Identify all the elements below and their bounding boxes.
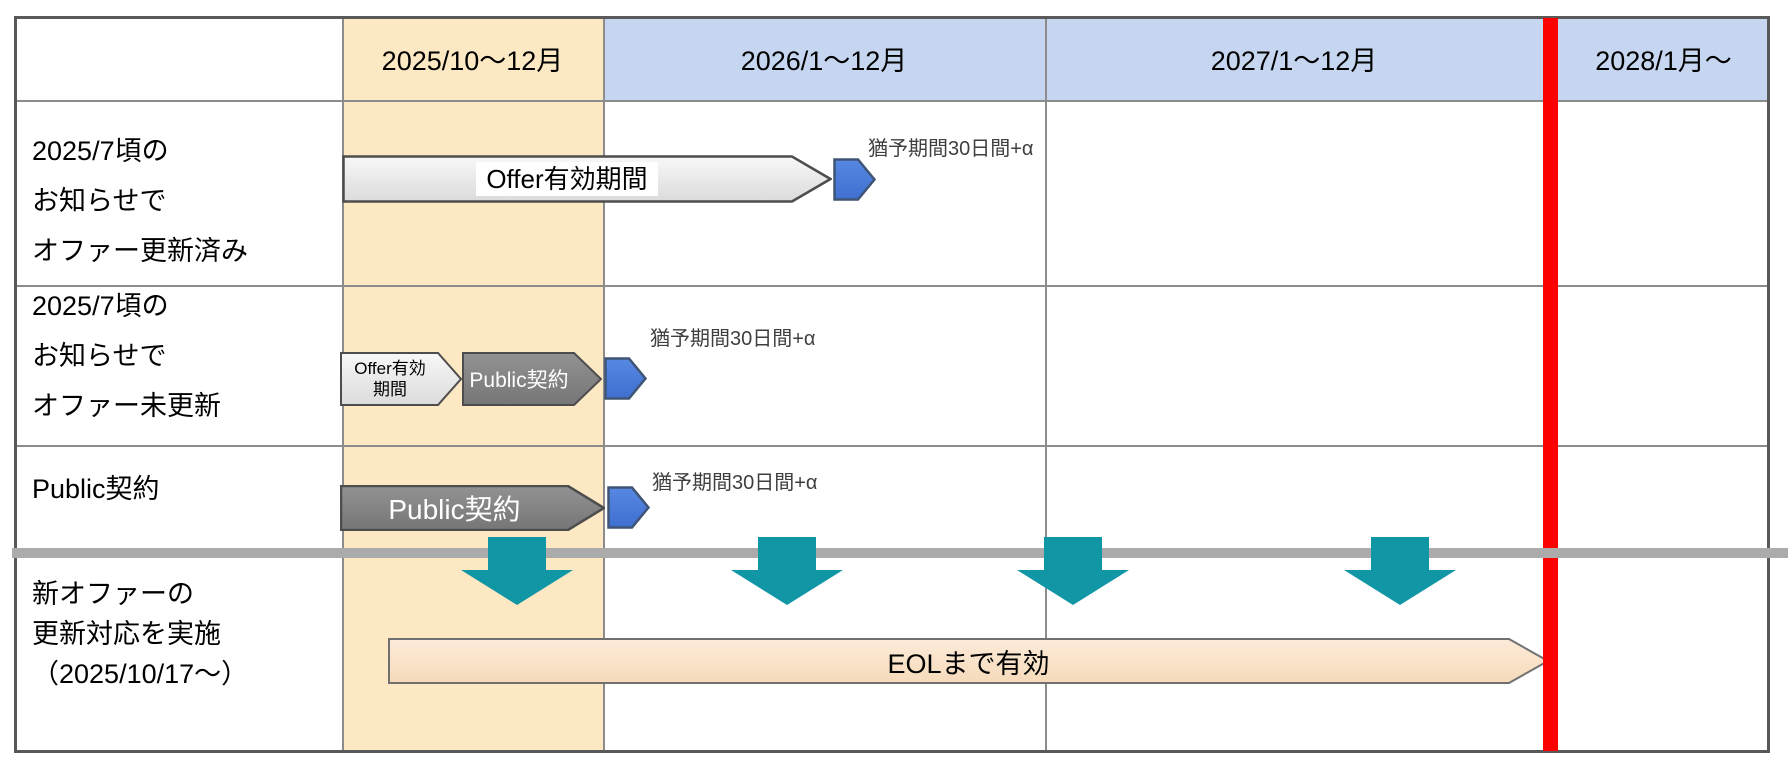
header-cell-2028-bg [1550,17,1769,100]
header-cell-2026-bg [603,17,1045,100]
header-label: 2025/10～12月 [381,46,564,76]
row3-label-line: Public契約 [32,473,160,504]
grace-period-note-row2: 猶予期間30日間+α [650,328,816,350]
blue-pentagon-icon [833,158,877,201]
row3-label: Public契約 [14,447,342,547]
arrow-label-wrap: Public契約 [340,485,569,531]
row2-label-line: オファー未更新 [32,391,221,421]
eol-bar-label: EOLまで有効 [887,648,1050,679]
row4-label-line: 更新対応を実施 [32,619,221,649]
arrow-label: Offer有効期間 [476,162,658,196]
arrow-label-wrap: Offer有効期間 [342,155,792,203]
row4-label: 新オファーの 更新対応を実施 （2025/10/17～） [14,558,342,752]
migration-down-arrow-3 [1017,537,1129,610]
offer-valid-period-arrow: Offer有効期間 [342,155,833,203]
header-cell-2025q4: 2025/10～12月 [342,17,603,100]
grace-period-marker-row2 [604,357,648,405]
row4-label-line: （2025/10/17～） [32,659,249,689]
migration-down-arrow-4 [1344,537,1456,610]
blue-pentagon-icon [607,486,651,529]
arrow-label-line: Offer有効 [354,359,426,378]
arrow-label-wrap: Public契約 [462,352,576,406]
header-cell-2026: 2026/1～12月 [603,17,1045,100]
arrow-label-wrap: Offer有効 期間 [340,352,440,406]
migration-down-arrow-2 [731,537,843,610]
row1-label-line: 2025/7頃の [32,135,169,166]
header-label: 2026/1～12月 [740,46,908,76]
row1-label-line: お知らせで [32,185,167,216]
down-arrow-icon [1344,537,1456,605]
gridline-row2-bottom [14,445,1770,447]
row1-label-line: オファー更新済み [32,235,248,266]
arrow-label: Public契約 [388,494,521,525]
header-cell-2027: 2027/1～12月 [1045,17,1543,100]
pentagon-arrow-shape [462,352,603,406]
header-cell-2028: 2028/1月～ [1558,17,1769,100]
blue-pentagon-icon [604,357,648,400]
public-contract-arrow: Public契約 [339,484,607,532]
row2-label-line: 2025/7頃の [32,291,169,321]
down-arrow-icon [731,537,843,605]
down-arrow-icon [1017,537,1129,605]
arrow-label-line: 期間 [373,380,407,399]
migration-down-arrow-1 [461,537,573,610]
eol-valid-bar: EOLまで有効 [388,638,1551,684]
row2-label-line: お知らせで [32,341,167,371]
arrow-label-wrap: EOLまで有効 [388,638,1549,684]
down-arrow-icon [461,537,573,605]
grace-period-note-row1: 猶予期間30日間+α [868,138,1034,160]
grace-period-note-row3: 猶予期間30日間+α [652,472,818,494]
row2-label: 2025/7頃の お知らせで オファー未更新 [14,287,342,445]
grace-period-marker-row1 [833,158,877,206]
gridline-row1-bottom [14,285,1770,287]
header-cell-2027-bg [1045,17,1550,100]
section-divider-line [12,548,1788,558]
offer-valid-period-arrow-short: Offer有効 期間 [340,352,463,406]
grace-period-marker-row3 [607,486,651,534]
row1-label: 2025/7頃の お知らせで オファー更新済み [14,102,342,285]
public-contract-arrow-short: Public契約 [462,352,603,406]
header-label: 2028/1月～ [1595,46,1732,76]
gridline-vertical-2 [603,17,605,752]
gridline-header-bottom [14,100,1770,102]
row4-label-line: 新オファーの [32,579,194,609]
pentagon-arrow-shape [339,484,607,532]
header-label: 2027/1～12月 [1210,46,1378,76]
gridline-vertical-3 [1045,17,1047,752]
pentagon-arrow-shape [340,352,463,406]
pentagon-arrow-shape [388,638,1551,684]
arrow-label: Public契約 [469,369,569,392]
eol-red-line [1543,18,1558,751]
